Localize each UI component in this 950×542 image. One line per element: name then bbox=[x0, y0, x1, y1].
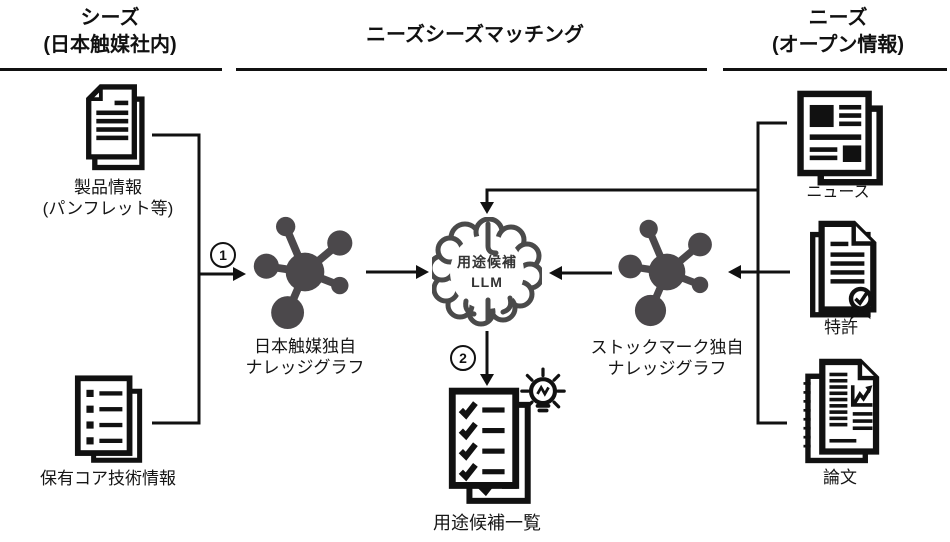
connector-top-feed bbox=[485, 188, 758, 203]
stockmark-graph-label-line2: ナレッジグラフ bbox=[607, 359, 727, 378]
stockmark-graph-label: ストックマーク独自 ナレッジグラフ bbox=[591, 337, 744, 379]
shokubai-graph-label-line2: ナレッジグラフ bbox=[245, 358, 365, 377]
step1-circled-number: 1 bbox=[210, 242, 236, 268]
stockmark-knowledge-graph-icon bbox=[618, 219, 712, 327]
matching-header: ニーズシーズマッチング bbox=[366, 24, 584, 46]
matching-underline bbox=[236, 68, 707, 71]
connector-right-bracket bbox=[756, 121, 787, 425]
output-list-label: 用途候補一覧 bbox=[433, 513, 541, 533]
needs-header-line2: (オープン情報) bbox=[771, 34, 905, 56]
arrow-stockmark-to-llm-head bbox=[549, 266, 562, 280]
news-label: ニュース bbox=[806, 184, 870, 201]
product-info-label-line2: (パンフレット等) bbox=[42, 199, 174, 218]
patent-document-icon bbox=[810, 220, 877, 321]
llm-text-line2: LLM bbox=[471, 274, 503, 290]
paper-label: 論文 bbox=[823, 468, 857, 487]
arrow-top-feed-head bbox=[480, 202, 494, 214]
seeds-header-line2: (日本触媒社内) bbox=[43, 34, 177, 56]
arrow-step2-head bbox=[480, 374, 494, 386]
news-icon bbox=[797, 90, 883, 186]
shokubai-graph-label: 日本触媒独自 ナレッジグラフ bbox=[246, 336, 365, 378]
needs-header-line1: ニーズ bbox=[808, 7, 868, 29]
llm-text-line1: 用途候補 bbox=[457, 254, 517, 270]
product-info-label: 製品情報 (パンフレット等) bbox=[43, 177, 174, 219]
arrow-graph-to-llm-head bbox=[416, 265, 429, 279]
needs-underline bbox=[723, 68, 947, 71]
connector-left-bracket bbox=[152, 133, 201, 425]
product-info-label-line1: 製品情報 bbox=[73, 178, 142, 197]
stockmark-graph-label-line1: ストックマーク独自 bbox=[590, 338, 744, 357]
seeds-underline bbox=[0, 68, 222, 71]
core-tech-document-icon bbox=[74, 375, 143, 463]
needs-header: ニーズ (オープン情報) bbox=[772, 5, 904, 59]
product-document-icon bbox=[86, 84, 145, 171]
seeds-header: シーズ (日本触媒社内) bbox=[43, 5, 176, 59]
shokubai-graph-label-line1: 日本触媒独自 bbox=[254, 337, 356, 356]
lightbulb-icon bbox=[520, 367, 566, 413]
core-tech-label: 保有コア技術情報 bbox=[40, 469, 176, 488]
llm-brain-text: 用途候補 LLM bbox=[432, 252, 542, 292]
paper-document-icon bbox=[803, 358, 880, 464]
arrow-step1-head bbox=[233, 267, 246, 281]
llm-brain-icon bbox=[432, 217, 542, 327]
patent-label: 特許 bbox=[824, 318, 858, 337]
arrow-docs-to-stockmark-head bbox=[728, 265, 741, 279]
use-candidate-checklist-icon bbox=[448, 387, 531, 504]
step2-circled-number: 2 bbox=[450, 345, 476, 371]
shokubai-knowledge-graph-icon bbox=[253, 216, 353, 330]
seeds-header-line1: シーズ bbox=[80, 7, 140, 29]
